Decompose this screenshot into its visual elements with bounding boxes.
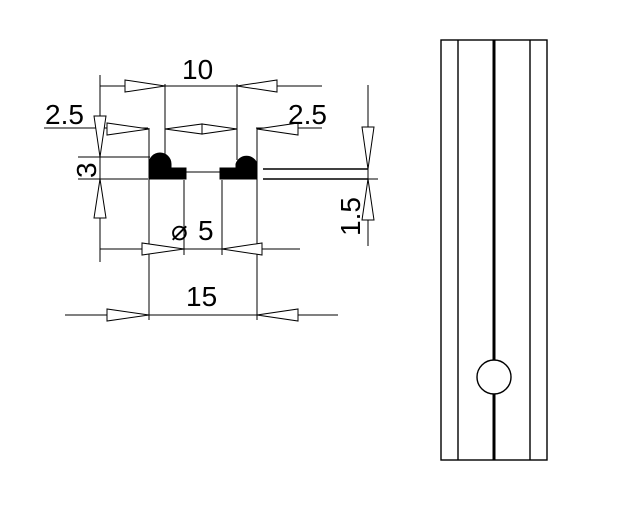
mounting-hole xyxy=(476,359,512,395)
arrow-2-5-right-outer xyxy=(256,122,299,136)
arrow-3-top xyxy=(93,115,107,158)
arrow-10-left xyxy=(124,79,166,93)
profile-section xyxy=(148,152,368,180)
dim-1-5: 1.5 xyxy=(335,126,375,236)
dim-2-5-left-label: 2.5 xyxy=(45,99,84,130)
arrow-15-left xyxy=(106,308,150,322)
dim-2-5-right-label: 2.5 xyxy=(288,99,327,130)
dim-diameter-5: ⌀ 5 xyxy=(100,215,300,256)
dim-10: 10 xyxy=(100,54,322,93)
extension-lines xyxy=(78,75,378,320)
arrow-3-bottom xyxy=(93,178,107,219)
arrow-2-5-right-inner xyxy=(201,123,238,135)
dim-10-label: 10 xyxy=(182,54,213,85)
dim-diameter-5-label: 5 xyxy=(198,215,214,246)
arrow-1-5-top xyxy=(361,126,375,170)
arrow-dia-left xyxy=(141,242,185,256)
dim-15: 15 xyxy=(65,281,338,322)
section-view: 10 2.5 2.5 3 1.5 xyxy=(44,54,378,322)
dim-3: 3 xyxy=(71,115,107,219)
dim-3-label: 3 xyxy=(71,162,102,178)
arrow-dia-right xyxy=(221,242,263,256)
arrow-1-5-bottom xyxy=(361,178,375,221)
dim-15-label: 15 xyxy=(186,281,217,312)
arrow-10-right xyxy=(236,79,278,93)
arrow-2-5-left-outer xyxy=(106,122,150,136)
diameter-symbol: ⌀ xyxy=(171,215,188,246)
dim-2-5: 2.5 2.5 xyxy=(44,99,327,136)
dim-1-5-label: 1.5 xyxy=(335,197,366,236)
arrow-15-right xyxy=(256,308,299,322)
front-view xyxy=(440,39,548,461)
arrow-2-5-left-inner xyxy=(164,123,203,135)
